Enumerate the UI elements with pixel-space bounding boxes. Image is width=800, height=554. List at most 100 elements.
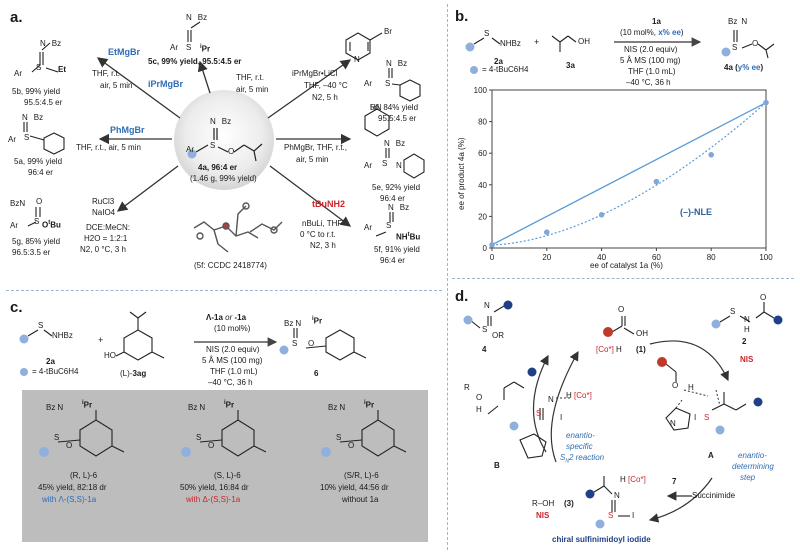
crystal-label: (5f: CCDC 2418774): [194, 261, 267, 270]
4a-ar: Ar: [186, 145, 194, 154]
d-sm2: 2: [742, 337, 747, 346]
5g-cond2: H2O = 1:2:1: [84, 234, 128, 243]
d-step-left2: specific: [566, 442, 593, 451]
d-nis: NIS: [740, 355, 754, 364]
d-sm2-h: H: [744, 325, 750, 334]
5e-s: S: [382, 159, 388, 168]
5c-reagent: iPrMgBr: [148, 79, 184, 89]
y-tick-label-4: 80: [478, 118, 487, 127]
x-tick-label-1: 20: [542, 253, 551, 262]
res1-stereo: (R, L)-6: [70, 471, 98, 480]
res1-s: S: [54, 433, 60, 442]
chart-frame: [491, 89, 767, 249]
5c-s: S: [186, 43, 192, 52]
d-nis-bottom: NIS: [536, 511, 550, 520]
5e-er: 96:4 er: [380, 194, 405, 203]
5f-nhtbu: NHtBu: [396, 232, 421, 242]
y-tick-label-0: 0: [483, 244, 488, 253]
5f-s: S: [386, 221, 392, 230]
res1-o: O: [66, 441, 73, 450]
5g-cond3: N2, 0 °C, 3 h: [80, 245, 126, 254]
data-point-5: [763, 99, 769, 106]
d-prod4-n: N: [484, 301, 490, 310]
c-prod-ipr: iPr: [312, 316, 323, 326]
res2-cat: with Δ-(S,S)-1a: [186, 495, 241, 504]
d-7-s: S: [608, 511, 614, 520]
center-yield: (1.46 g, 99% yield): [190, 174, 257, 183]
d-a-i: I: [694, 413, 697, 422]
b-sm-label: 2a: [494, 57, 503, 66]
d-b-r: R: [464, 383, 470, 392]
chart-xlabel: ee of catalyst 1a (%): [590, 261, 663, 270]
5g-reagent2: NaIO4: [92, 208, 116, 217]
5a-label: 5a, 99% yield: [14, 157, 63, 166]
d-b-o: O: [476, 393, 483, 402]
c-cond2: 5 Å MS (100 mg): [202, 356, 263, 365]
d-b-i: I: [560, 413, 563, 422]
5b-et: Et: [58, 65, 66, 74]
5f-reagent: tBuNH2: [312, 199, 345, 209]
5d-er: 95.5:4.5 er: [378, 114, 417, 123]
5g-cond1: DCE:MeCN:: [86, 223, 131, 232]
5e-n: N: [396, 161, 402, 170]
panel-label-a: a.: [10, 9, 23, 26]
res3-o: O: [348, 441, 355, 450]
d-int-b: B: [494, 461, 500, 470]
5d-ar: Ar: [364, 79, 372, 88]
d-a-n: N: [670, 419, 676, 428]
c-s: S: [38, 321, 44, 330]
chart-nle-label: (–)-NLE: [680, 207, 712, 217]
5a-er: 96:4 er: [28, 168, 53, 177]
res1-cat: with Λ-(S,S)-1a: [42, 495, 97, 504]
res2-yield: 50% yield, 16:84 dr: [180, 483, 249, 492]
5g-er: 96.5:3.5 er: [12, 248, 51, 257]
5d-s: S: [385, 79, 391, 88]
separator-horizontal-right: [452, 278, 794, 279]
5f-cond1: nBuLi, THF: [302, 219, 343, 228]
d-prod4: 4: [482, 345, 487, 354]
c-cat-loading: (10 mol%): [214, 324, 251, 333]
5b-cond1: THF, r.t.: [92, 69, 120, 78]
5b-label: 5b, 99% yield: [12, 87, 61, 96]
c-prod-o: O: [308, 339, 315, 348]
d-acid-oh: OH: [636, 329, 648, 338]
c-product: 6: [314, 369, 319, 378]
x-tick-label-3: 60: [652, 253, 661, 262]
res3-yield: 10% yield, 44:56 dr: [320, 483, 389, 492]
5g-ar: Ar: [10, 221, 18, 230]
c-cond3: THF (1.0 mL): [210, 367, 258, 376]
b-nhbz: NHBz: [500, 39, 521, 48]
d-a-o: O: [672, 381, 679, 390]
5c-ipr: iPr: [200, 44, 211, 54]
b-alcohol-label: 3a: [566, 61, 575, 70]
d-b-h: H: [476, 405, 482, 414]
b-prod-o: O: [752, 39, 759, 48]
x-tick-label-5: 100: [759, 253, 773, 262]
5b-reagent: EtMgBr: [108, 47, 140, 57]
d-int-a: A: [708, 451, 714, 460]
d-step-right2: determining: [732, 462, 774, 471]
5d-br: Br: [384, 27, 392, 36]
b-cond1: NIS (2.0 equiv): [624, 45, 678, 54]
c-cond4: –40 °C, 36 h: [208, 378, 253, 387]
res2-s: S: [196, 433, 202, 442]
c-cond1: NIS (2.0 equiv): [206, 345, 260, 354]
c-sm-label: 2a: [46, 357, 55, 366]
res1-ipr: iPr: [82, 400, 93, 410]
5g-s: S: [34, 217, 40, 226]
linear-reference-line: [491, 102, 767, 246]
d-step-right1: enantio-: [738, 451, 767, 460]
d-step-left1: enantio-: [566, 431, 595, 440]
4a-o: O: [228, 147, 235, 156]
c-alcohol-label: (L)-3ag: [120, 369, 147, 378]
d-b-s: S: [536, 409, 542, 418]
b-cond4: –40 °C, 36 h: [626, 78, 671, 87]
